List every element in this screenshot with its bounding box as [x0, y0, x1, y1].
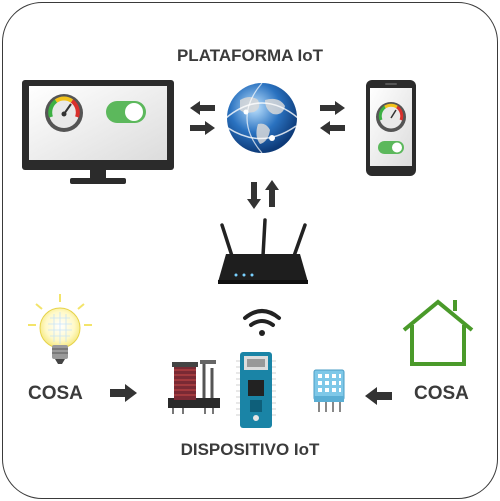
arrow-right-icon — [110, 384, 137, 402]
device-title: DISPOSITIVO IoT — [180, 440, 320, 459]
arrow-left-icon — [365, 387, 392, 405]
thing-label-left: COSA — [28, 383, 83, 404]
sync-arrows-right-icon — [320, 101, 345, 135]
relay-icon — [168, 360, 220, 414]
lightbulb-icon — [28, 294, 92, 364]
sync-arrows-left-icon — [190, 101, 215, 135]
house-icon — [402, 299, 474, 366]
platform-title: PLATAFORMA IoT — [176, 46, 324, 65]
smartphone-icon — [366, 80, 416, 176]
sync-arrows-vertical-icon — [247, 180, 279, 209]
temperature-sensor-icon — [313, 369, 345, 412]
monitor-icon — [22, 80, 174, 184]
wifi-icon — [243, 309, 281, 336]
globe-icon — [225, 82, 299, 154]
toggle-icon — [106, 101, 146, 123]
router-icon — [218, 218, 308, 284]
gauge-icon — [45, 94, 83, 132]
thing-label-right: COSA — [414, 383, 469, 404]
microcontroller-board-icon — [236, 352, 276, 428]
